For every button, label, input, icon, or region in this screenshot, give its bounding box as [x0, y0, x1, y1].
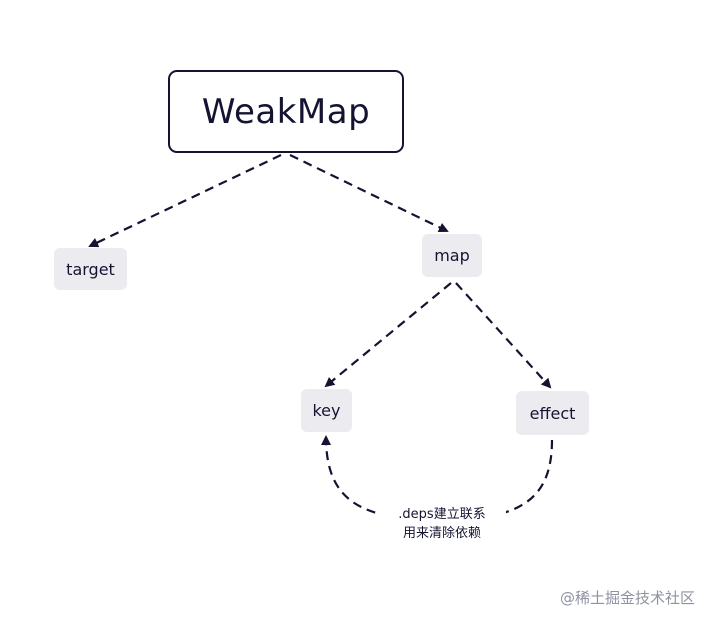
- edge-weakmap-to-map: [289, 154, 449, 233]
- deps-edge-label: .deps建立联系 用来清除依赖: [378, 505, 506, 543]
- effect-node-label: effect: [529, 403, 576, 423]
- weakmap-node-label: WeakMap: [201, 91, 371, 132]
- edge-effect-to-key: [321, 435, 554, 522]
- deps-edge-label-line2: 用来清除依赖: [402, 526, 481, 541]
- effect-node: effect: [516, 391, 589, 435]
- edge-map-to-effect: [455, 282, 552, 389]
- weakmap-node: WeakMap: [168, 70, 404, 153]
- map-node: map: [422, 234, 482, 277]
- watermark: @稀土掘金技术社区: [559, 589, 695, 607]
- map-node-label: map: [434, 246, 470, 265]
- key-node: key: [301, 389, 352, 432]
- deps-edge-label-line1: .deps建立联系: [398, 507, 486, 522]
- edge-weakmap-to-target: [88, 154, 282, 248]
- target-node-label: target: [66, 259, 115, 279]
- edge-map-to-key: [324, 282, 452, 388]
- target-node: target: [54, 248, 127, 290]
- key-node-label: key: [312, 401, 341, 420]
